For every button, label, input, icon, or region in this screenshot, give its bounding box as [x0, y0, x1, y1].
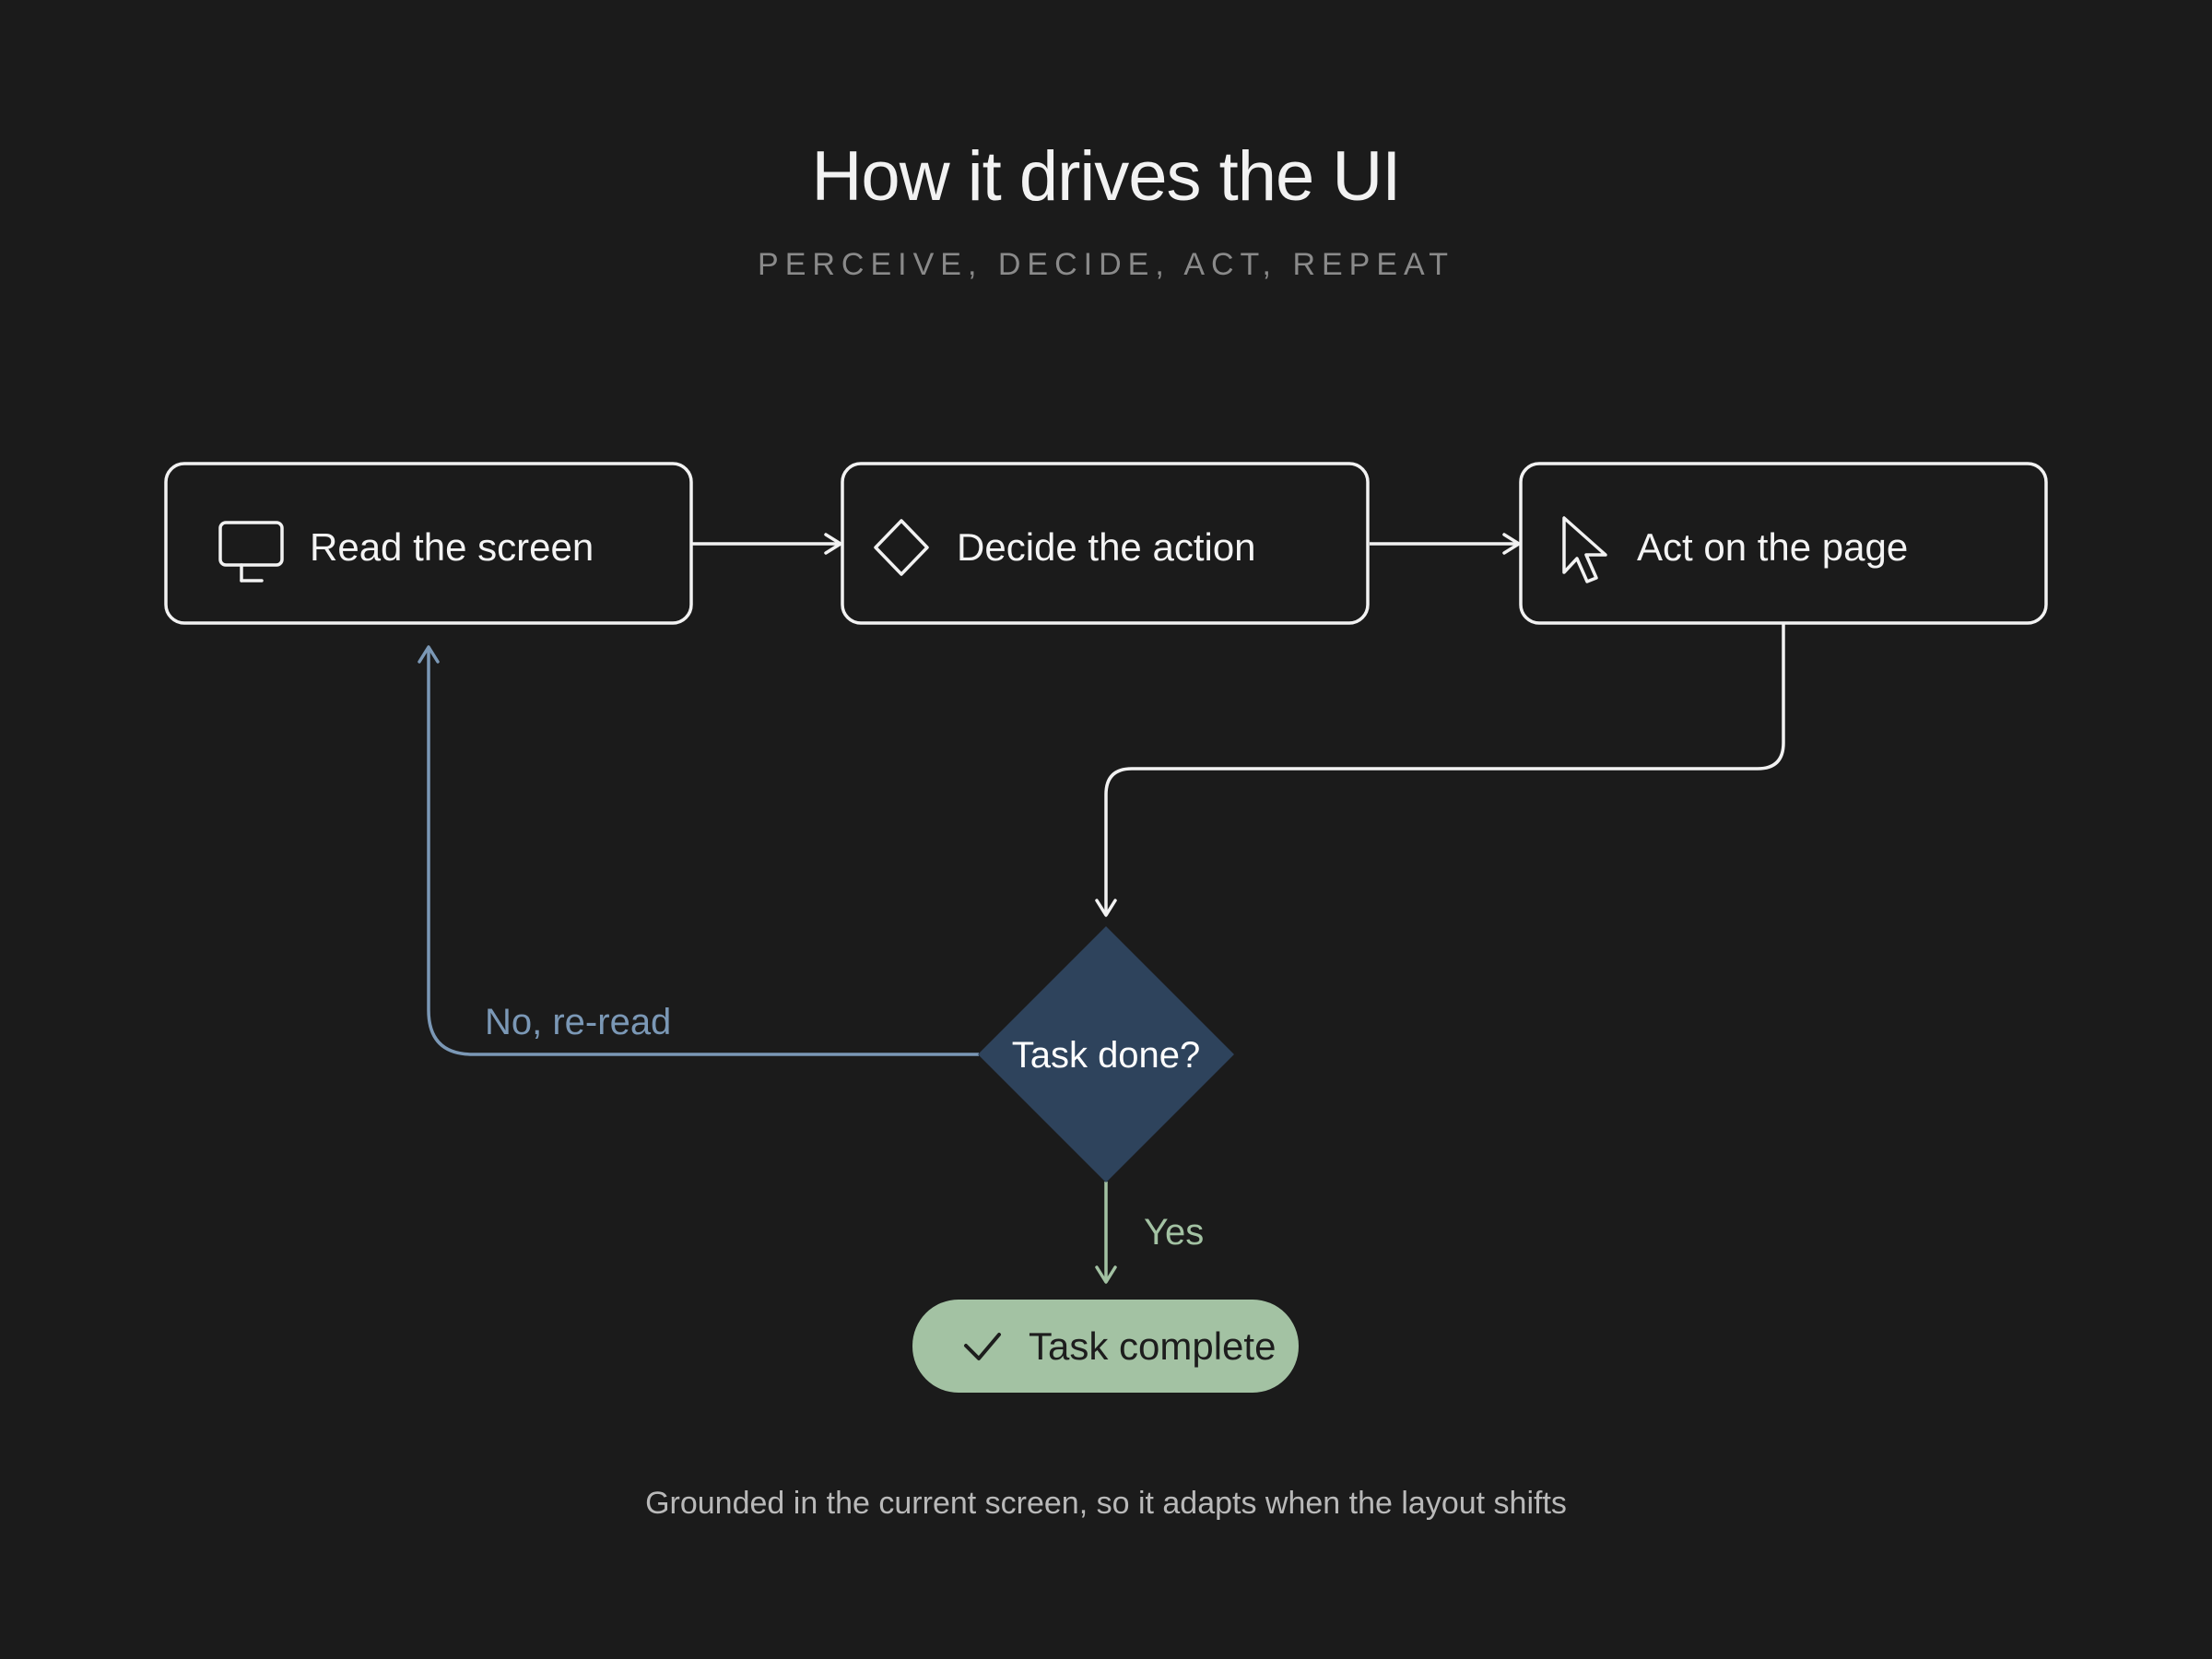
step-decide-action: Decide the action — [841, 462, 1370, 625]
branch-label-yes: Yes — [1144, 1212, 1204, 1253]
cursor-icon — [1562, 516, 1607, 583]
step-label-read-screen: Read the screen — [310, 525, 594, 569]
step-label-act-on-page: Act on the page — [1637, 525, 1908, 569]
end-label: Task complete — [1029, 1324, 1276, 1368]
step-act-on-page: Act on the page — [1519, 462, 2048, 625]
decision-label: Task done? — [1012, 1035, 1201, 1076]
diagram-subtitle: PERCEIVE, DECIDE, ACT, REPEAT — [758, 247, 1454, 282]
decision-task-done: Task done? — [978, 926, 1234, 1182]
monitor-icon — [218, 521, 284, 582]
end-task-complete: Task complete — [912, 1300, 1299, 1393]
branch-label-no: No, re-read — [485, 1002, 671, 1042]
connector-act-to-decision — [1095, 624, 1785, 917]
diamond-icon — [874, 519, 929, 576]
checkmark-icon — [964, 1333, 1001, 1360]
step-read-screen: Read the screen — [164, 462, 693, 625]
step-label-decide-action: Decide the action — [957, 525, 1256, 569]
connector-loop-back — [418, 645, 979, 1056]
diagram-title: How it drives the UI — [811, 137, 1402, 216]
footnote: Grounded in the current screen, so it ad… — [645, 1486, 1567, 1521]
